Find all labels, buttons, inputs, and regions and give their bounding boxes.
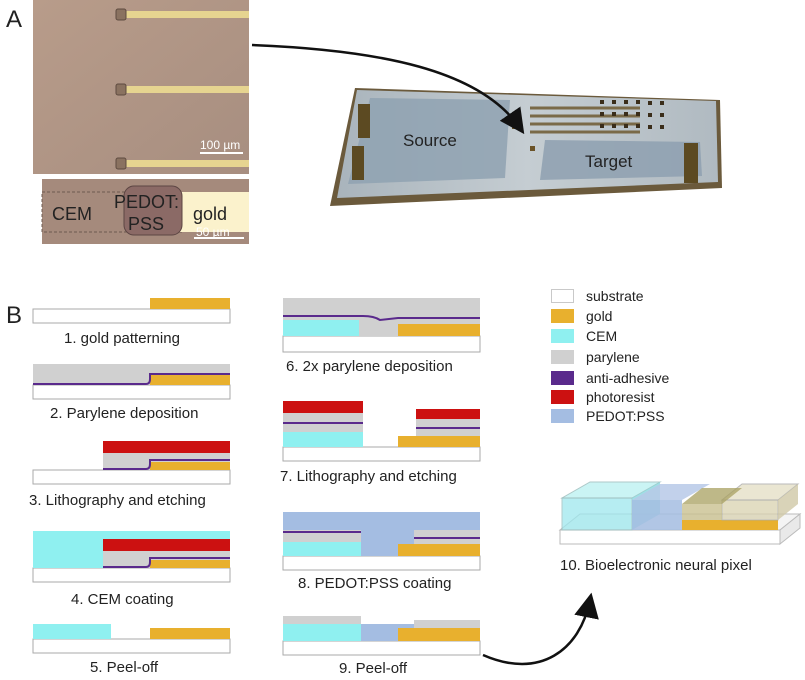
step-7-label: 7. Lithography and etching [280,468,457,485]
scale-bar-bottom-label: 50 µm [196,225,230,239]
legend-label-pedot-pss: PEDOT:PSS [586,408,665,424]
legend-item-parylene: parylene [551,349,640,365]
legend-item-pedot-pss: PEDOT:PSS [551,408,665,424]
step-2-diagram [32,364,231,400]
legend-swatch-parylene [551,350,574,364]
micrograph-top [33,0,249,174]
step-2-label: 2. Parylene deposition [50,405,199,422]
step-8-label: 8. PEDOT:PSS coating [298,575,452,592]
step-4-label: 4. CEM coating [71,591,174,608]
legend-swatch-pedot-pss [551,409,574,423]
legend-label-cem: CEM [586,328,618,344]
legend-swatch-anti-adhesive [551,371,574,385]
step-6-label: 6. 2x parylene deposition [286,358,453,375]
micro-label-pss: PSS [128,214,165,234]
device-label-source: Source [403,131,457,150]
micro-label-gold: gold [193,204,228,224]
step-3-diagram [32,441,231,485]
step-6-diagram [282,298,481,353]
legend-label-photoresist: photoresist [586,389,655,405]
step-8-diagram [282,512,481,571]
step-1-diagram [32,298,231,324]
legend-item-cem: CEM [551,328,617,344]
arrow-b [482,592,599,666]
step-5-diagram [32,624,231,654]
micro-label-cem: CEM [52,204,92,224]
panel-b-letter: B [6,302,23,329]
step-3-label: 3. Lithography and etching [29,492,206,509]
legend-swatch-cem [551,329,574,343]
step-7-diagram [282,401,481,462]
step-10-label: 10. Bioelectronic neural pixel [560,557,752,574]
micro-label-pedot: PEDOT: [114,192,180,212]
step-10-diagram [558,481,802,546]
step-5-label: 5. Peel-off [90,659,159,676]
legend-item-anti-adhesive: anti-adhesive [551,370,669,386]
step-1-label: 1. gold patterning [64,330,180,347]
legend-item-substrate: substrate [551,288,644,304]
legend-item-photoresist: photoresist [551,389,654,405]
legend-label-substrate: substrate [586,288,644,304]
step-9-diagram [282,616,481,656]
legend-item-gold: gold [551,308,612,324]
device-label-target: Target [585,152,633,171]
legend-swatch-substrate [551,289,574,303]
step-4-diagram [32,531,231,583]
legend-label-anti-adhesive: anti-adhesive [586,370,670,386]
panel-a-letter: A [6,6,23,33]
legend-label-gold: gold [586,308,613,324]
arrow-a [251,43,525,135]
legend-swatch-photoresist [551,390,574,404]
device-photo [330,88,722,206]
legend-label-parylene: parylene [586,349,640,365]
legend-swatch-gold [551,309,574,323]
step-9-label: 9. Peel-off [339,660,408,677]
micrograph-bottom [41,179,249,244]
scale-bar-top-label: 100 µm [200,138,241,152]
